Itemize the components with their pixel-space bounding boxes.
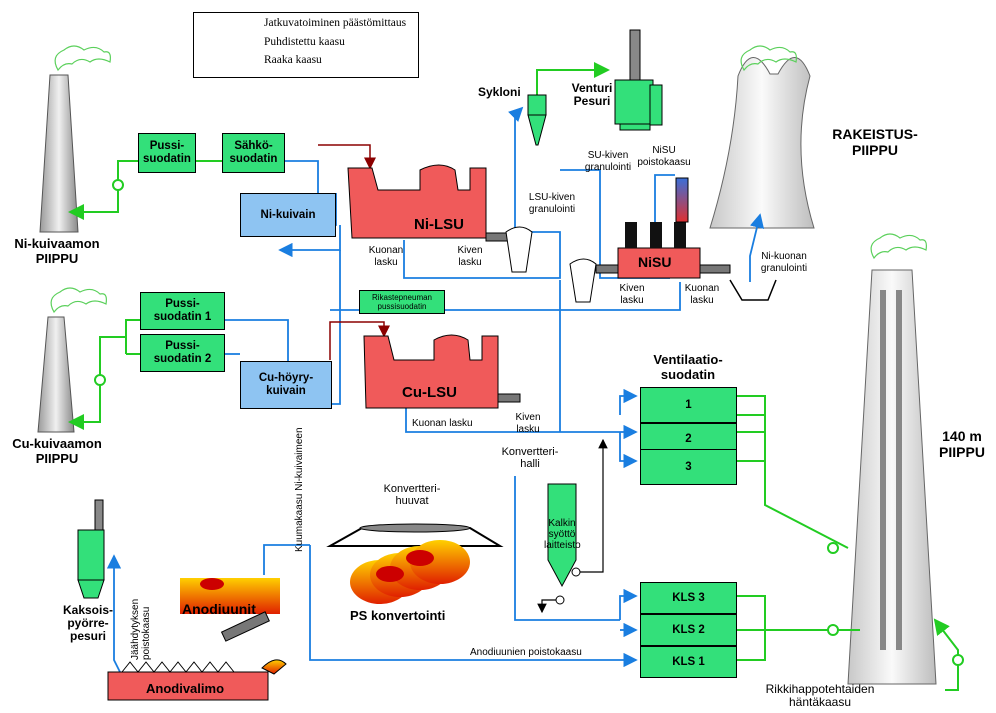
- ni-lsu-furnace-icon: [347, 164, 509, 242]
- cyclone-label: Sykloni: [478, 85, 521, 99]
- bag-filter-2: Pussi- suodatin 2: [140, 334, 225, 372]
- cu-dryer-stack-icon: [37, 287, 107, 433]
- slag-tap-nisu-label: Kuonan lasku: [684, 283, 720, 306]
- anode-offgas-label: Anodiuunien poistokaasu: [470, 647, 582, 658]
- cu-lsu-furnace-icon: [363, 334, 521, 409]
- anode-casting-icon: [107, 659, 287, 701]
- granulation-stack-label: RAKEISTUS- PIIPPU: [832, 126, 918, 158]
- cu-dryer-stack-label: Cu-kuivaamon PIIPPU: [12, 436, 102, 466]
- ni-dryer: Ni-kuivain: [240, 193, 336, 237]
- legend-continuous-measurement: Jatkuvatoiminen päästömittaus: [264, 17, 407, 29]
- lsu-stone-granulation-label: LSU-kiven granulointi: [528, 192, 576, 215]
- ventilation-title: Ventilaatio- suodatin: [653, 352, 723, 382]
- twin-cyclone-scrubber-label: Kaksois- pyörre- pesuri: [62, 603, 114, 643]
- twin-cyclone-scrubber-icon: [77, 499, 105, 599]
- main-stack-label: 140 m PIIPPU: [939, 428, 985, 460]
- ventilation-unit-1: 1: [640, 387, 737, 423]
- nisu-label: NiSU: [638, 254, 672, 270]
- cyclone-icon: [527, 94, 547, 146]
- ni-dryer-stack-icon: [39, 45, 111, 233]
- converter-hoods-label: Konvertteri- huuvat: [383, 483, 441, 507]
- ni-slag-granulation-label: Ni-kuonan granulointi: [760, 251, 808, 274]
- legend-cleaned-gas: Puhdistettu kaasu: [264, 36, 345, 48]
- kls-1: KLS 1: [640, 646, 737, 678]
- concentrate-bag-filter: Rikastepneuman pussisuodatin: [359, 290, 445, 314]
- tail-gas-label: Rikkihappotehtaiden häntäkaasu: [765, 682, 875, 709]
- anode-casting-label: Anodivalimo: [146, 681, 225, 696]
- granulation-basin-icon: [505, 226, 777, 303]
- converter-hood-icon: [326, 523, 504, 547]
- ventilation-unit-3: 3: [640, 449, 737, 485]
- bag-filter-1: Pussi- suodatin 1: [140, 292, 225, 330]
- kls-3: KLS 3: [640, 582, 737, 614]
- cu-lsu-label: Cu-LSU: [402, 384, 457, 401]
- stone-tap-cu-label: Kiven lasku: [515, 412, 541, 435]
- bag-filter-ni: Pussi- suodatin: [138, 133, 196, 173]
- nisu-furnace-icon: [595, 177, 731, 279]
- legend: Jatkuvatoiminen päästömittaus Puhdistett…: [193, 12, 419, 78]
- nisu-offgas-label: NiSU poistokaasu: [637, 145, 691, 168]
- lime-silo-icon: [547, 483, 581, 605]
- venturi-scrubber-label: Venturi Pesuri: [571, 81, 613, 108]
- stone-tap-ni-label: Kiven lasku: [457, 245, 483, 268]
- cu-dryer: Cu-höyry- kuivain: [240, 361, 332, 409]
- su-stone-granulation-label: SU-kiven granulointi: [584, 150, 632, 173]
- venturi-scrubber-icon: [614, 29, 663, 131]
- ps-converting-label: PS konvertointi: [350, 608, 446, 623]
- lime-feed-label: Kalkin syöttö laitteisto: [544, 518, 581, 551]
- ps-converters-icon: [350, 540, 470, 604]
- kls-2: KLS 2: [640, 614, 737, 646]
- ni-lsu-label: Ni-LSU: [414, 216, 464, 233]
- cooling-offgas-label: Jäähdytyksen poistokaasu: [130, 598, 152, 660]
- legend-raw-gas: Raaka kaasu: [264, 54, 322, 66]
- main-stack-icon: [847, 233, 937, 685]
- slag-tap-cu-label: Kuonan lasku: [412, 418, 473, 429]
- ni-dryer-stack-label: Ni-kuivaamon PIIPPU: [14, 236, 100, 266]
- stone-tap-nisu-label: Kiven lasku: [619, 283, 645, 306]
- converter-hall-label: Konvertteri- halli: [501, 446, 559, 470]
- hot-gas-to-ni-dryer-label: Kuumakaasu Ni-kuivaimeen: [294, 427, 305, 552]
- slag-tap-ni-label: Kuonan lasku: [368, 245, 404, 268]
- electro-filter: Sähkö- suodatin: [222, 133, 285, 173]
- anode-furnaces-label: Anodiuunit: [182, 601, 256, 617]
- anode-furnaces-icon: [180, 578, 280, 642]
- granulation-tower-icon: [709, 45, 815, 229]
